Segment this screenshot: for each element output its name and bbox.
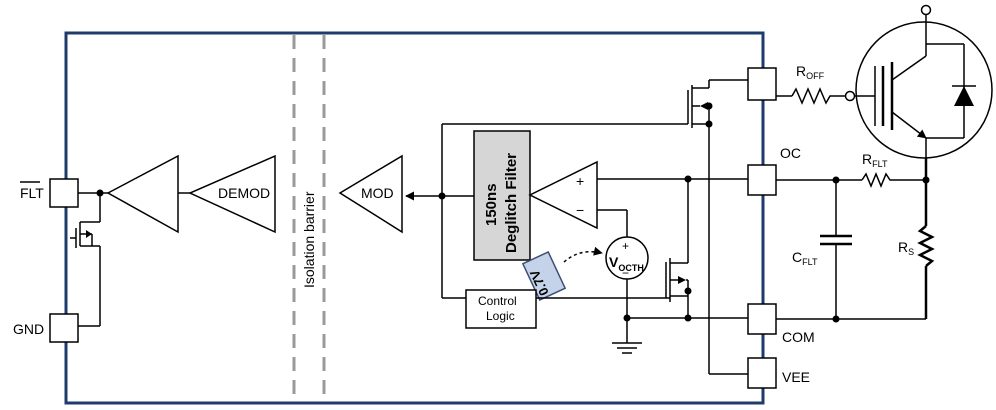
vocth-source-minus: −: [622, 266, 629, 280]
comparator-minus: −: [576, 202, 584, 218]
ground-symbol: [612, 342, 642, 354]
rflt-label: RFLT: [862, 151, 888, 169]
isolation-barrier-label: Isolation barrier: [301, 191, 317, 288]
com-pin-label: COM: [782, 329, 815, 345]
deglitch-filter-line1: 150ns: [483, 183, 500, 226]
vee-pin: [747, 357, 777, 389]
control-logic-block: [465, 289, 537, 329]
control-logic-line2: Logic: [486, 309, 515, 323]
rs-resistor: [917, 225, 935, 267]
roff-pin: [747, 67, 777, 101]
oc-pin: [747, 164, 777, 196]
vee-pin-label: VEE: [782, 369, 810, 385]
flt-pulldown-transistor: [70, 220, 101, 326]
rflt-resistor: [861, 172, 926, 188]
threshold-tag: [521, 250, 567, 302]
vocth-source-plus: +: [622, 239, 629, 253]
com-pin: [747, 303, 777, 335]
igbt-module: [855, 21, 993, 159]
gnd-pin: [49, 313, 79, 343]
mod-block: [338, 154, 403, 234]
rs-label: RS: [898, 239, 914, 257]
gate-terminal: [844, 90, 856, 102]
gnd-pin-label: GND: [13, 321, 44, 337]
comparator-plus: +: [576, 173, 584, 189]
deglitch-filter-block: [473, 130, 531, 261]
threshold-pointer: [563, 246, 603, 263]
cflt-label: CFLT: [792, 249, 818, 267]
control-logic-line1: Control: [478, 294, 517, 308]
oc-pin-label: OC: [780, 145, 801, 161]
demod-label: DEMOD: [218, 185, 270, 201]
collector-terminal: [920, 4, 932, 16]
mod-label: MOD: [361, 185, 394, 201]
demod-block: [188, 154, 276, 234]
deglitch-filter-line2: Deglitch Filter: [503, 153, 520, 253]
driver-ic-outline: [64, 31, 765, 405]
roff-resistor: [791, 87, 846, 105]
flt-pin-label: FLT: [20, 185, 44, 201]
flt-pin: [49, 178, 79, 208]
oc-comparator: [528, 160, 598, 230]
freewheel-diode: [954, 86, 974, 106]
vocth-label: VOCTH: [609, 254, 644, 273]
oc-discharge-transistor: [665, 258, 688, 302]
roff-label: ROFF: [796, 63, 825, 81]
output-buffer: [106, 154, 179, 234]
